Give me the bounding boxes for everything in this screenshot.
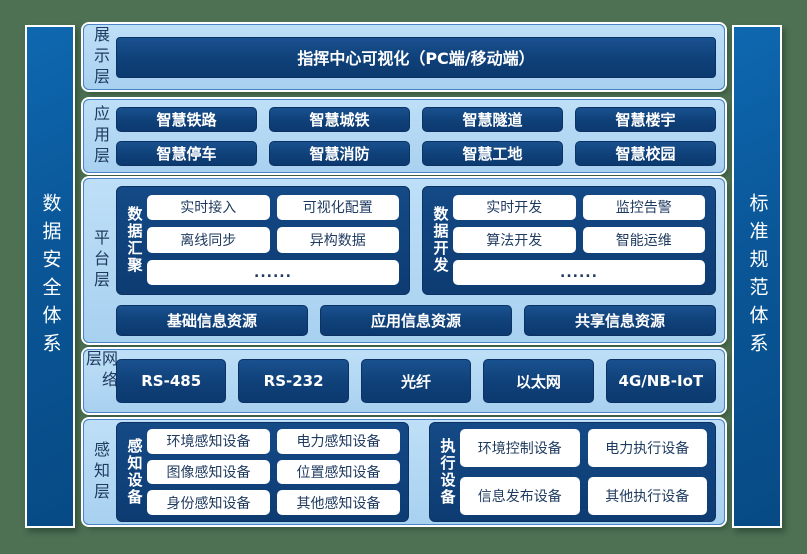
perception-item: 身份感知设备 xyxy=(147,490,270,515)
resource-item: 基础信息资源 xyxy=(116,304,308,336)
perception-item: 环境感知设备 xyxy=(147,429,270,454)
data-security-system-label: 数据安全体系 xyxy=(39,192,62,361)
network-item: RS-232 xyxy=(238,359,349,403)
perception-layer-content: 感知设备 环境感知设备 电力感知设备 图像感知设备 位置感知设备 身份感知设备 … xyxy=(116,420,716,524)
platform-group-data-development: 数据开发 实时开发 监控告警 算法开发 智能运维 ...... xyxy=(422,185,716,295)
display-layer-content: 指挥中心可视化（PC端/移动端） xyxy=(116,25,716,89)
platform-item: 异构数据 xyxy=(276,227,399,253)
perception-item: 位置感知设备 xyxy=(277,459,400,485)
app-item: 智慧停车 xyxy=(116,140,257,166)
perception-item: 电力执行设备 xyxy=(587,429,707,467)
layer-panel-display: 展示层 指挥中心可视化（PC端/移动端） xyxy=(83,24,725,90)
network-item: 以太网 xyxy=(483,359,594,403)
group-label: 执行设备 xyxy=(438,438,457,506)
app-item: 智慧消防 xyxy=(269,140,410,166)
perception-item: 环境控制设备 xyxy=(460,429,580,467)
perception-item: 图像感知设备 xyxy=(147,459,270,485)
app-item: 智慧城铁 xyxy=(269,106,410,132)
layer-label-display: 展示层 xyxy=(91,25,110,89)
perception-item: 其他执行设备 xyxy=(587,477,707,515)
platform-item: 实时开发 xyxy=(453,194,576,221)
data-security-system-bar: 数据安全体系 xyxy=(25,25,75,528)
platform-item: 离线同步 xyxy=(147,227,270,253)
perception-item: 其他感知设备 xyxy=(277,490,400,515)
layer-label-perception: 感知层 xyxy=(91,440,110,504)
perception-item: 信息发布设备 xyxy=(460,477,580,515)
execution-devices-grid: 环境控制设备 电力执行设备 信息发布设备 其他执行设备 xyxy=(460,429,707,515)
group-label: 感知设备 xyxy=(125,438,144,506)
network-layer-content: RS-485 RS-232 光纤 以太网 4G/NB-IoT xyxy=(116,350,717,412)
layer-label-platform: 平台层 xyxy=(91,229,110,292)
platform-group-grid: 实时开发 监控告警 算法开发 智能运维 ...... xyxy=(453,194,705,286)
platform-item: 可视化配置 xyxy=(276,194,399,221)
network-item: 4G/NB-IoT xyxy=(605,359,717,403)
platform-item: 智能运维 xyxy=(582,227,705,253)
layer-label-network: 网络层 xyxy=(83,350,118,392)
layer-panel-network: 网络层 RS-485 RS-232 光纤 以太网 4G/NB-IoT xyxy=(83,349,725,413)
platform-item: 监控告警 xyxy=(582,194,705,221)
resource-item: 应用信息资源 xyxy=(320,304,512,336)
layer-label-application: 应用层 xyxy=(91,104,110,168)
platform-more-item: ...... xyxy=(453,259,705,286)
standards-system-label: 标准规范体系 xyxy=(746,192,769,361)
command-center-visualization-box: 指挥中心可视化（PC端/移动端） xyxy=(116,36,716,78)
app-item: 智慧铁路 xyxy=(116,106,257,132)
platform-group-data-aggregation: 数据汇聚 实时接入 可视化配置 离线同步 异构数据 ...... xyxy=(116,185,410,295)
platform-groups-row: 数据汇聚 实时接入 可视化配置 离线同步 异构数据 ...... 数据开发 xyxy=(116,185,716,295)
layer-panel-platform: 平台层 数据汇聚 实时接入 可视化配置 离线同步 异构数据 ...... xyxy=(83,178,725,343)
network-item: RS-485 xyxy=(116,359,227,403)
platform-layer-content: 数据汇聚 实时接入 可视化配置 离线同步 异构数据 ...... 数据开发 xyxy=(116,179,716,342)
app-item: 智慧校园 xyxy=(575,140,716,166)
layer-panel-perception: 感知层 感知设备 环境感知设备 电力感知设备 图像感知设备 位置感知设备 身份感… xyxy=(83,419,725,525)
network-item: 光纤 xyxy=(360,359,472,403)
app-item: 智慧楼宇 xyxy=(575,106,716,132)
app-item: 智慧隧道 xyxy=(422,106,563,132)
platform-group-grid: 实时接入 可视化配置 离线同步 异构数据 ...... xyxy=(147,194,399,286)
sensing-devices-grid: 环境感知设备 电力感知设备 图像感知设备 位置感知设备 身份感知设备 其他感知设… xyxy=(147,429,400,515)
group-label: 数据汇聚 xyxy=(125,206,144,274)
platform-item: 实时接入 xyxy=(147,194,270,221)
application-layer-content: 智慧铁路 智慧城铁 智慧隧道 智慧楼宇 智慧停车 智慧消防 智慧工地 智慧校园 xyxy=(116,100,716,172)
platform-item: 算法开发 xyxy=(453,227,576,253)
layer-panel-application: 应用层 智慧铁路 智慧城铁 智慧隧道 智慧楼宇 智慧停车 智慧消防 智慧工地 智… xyxy=(83,99,725,173)
perception-group-sensing-devices: 感知设备 环境感知设备 电力感知设备 图像感知设备 位置感知设备 身份感知设备 … xyxy=(116,422,409,522)
group-label: 数据开发 xyxy=(431,206,450,274)
perception-group-execution-devices: 执行设备 环境控制设备 电力执行设备 信息发布设备 其他执行设备 xyxy=(429,422,716,522)
resource-item: 共享信息资源 xyxy=(524,304,716,336)
platform-more-item: ...... xyxy=(147,259,399,286)
perception-item: 电力感知设备 xyxy=(277,429,400,454)
app-item: 智慧工地 xyxy=(422,140,563,166)
information-resources-row: 基础信息资源 应用信息资源 共享信息资源 xyxy=(116,304,716,336)
standards-system-bar: 标准规范体系 xyxy=(732,25,782,528)
